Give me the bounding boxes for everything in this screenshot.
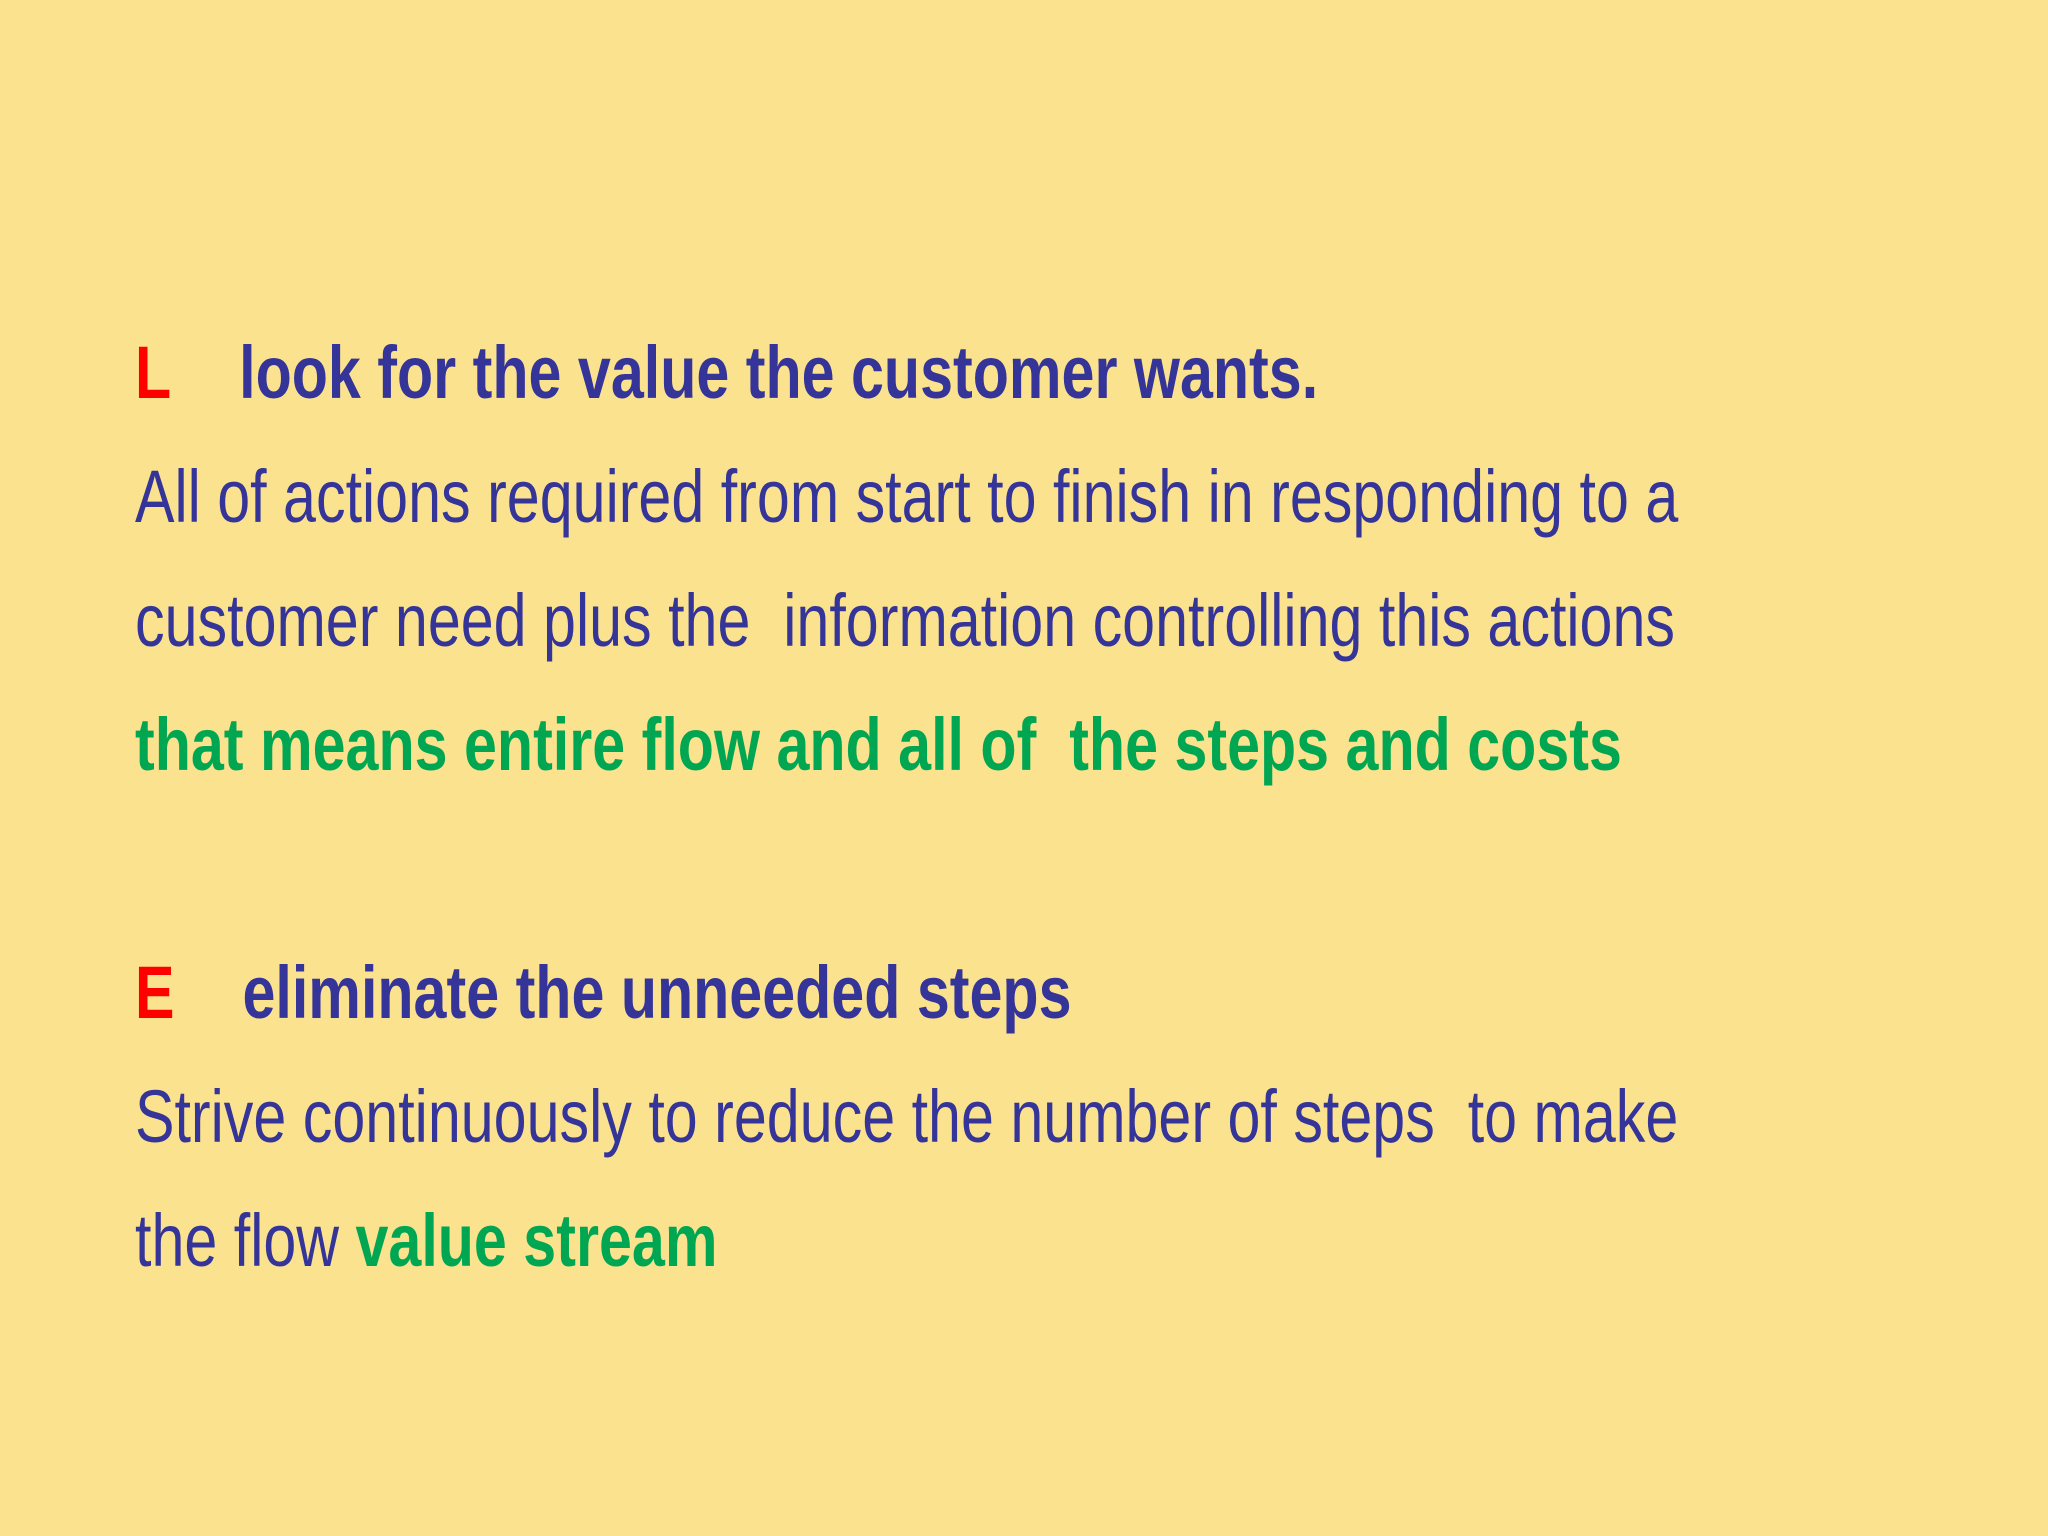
acronym-letter-l: L xyxy=(135,331,172,414)
section-e-heading-text: eliminate the unneeded steps xyxy=(242,951,1072,1034)
section-e-tail-highlight: value stream xyxy=(355,1199,718,1282)
section-e-body-line-1: Strive continuously to reduce the number… xyxy=(135,1075,1679,1158)
section-l-body-line-2: customer need plus the information contr… xyxy=(135,579,1676,662)
section-l-highlight-line: that means entire flow and all of the st… xyxy=(135,703,1622,786)
section-l-body-line-1: All of actions required from start to fi… xyxy=(135,455,1679,538)
blank-spacer-line xyxy=(135,807,2048,931)
section-e-tail-normal: the flow xyxy=(135,1199,356,1282)
section-e-tail-line: the flow value stream xyxy=(135,1179,2048,1303)
acronym-letter-e: E xyxy=(135,951,175,1034)
section-l-heading-text: look for the value the customer wants. xyxy=(239,331,1319,414)
